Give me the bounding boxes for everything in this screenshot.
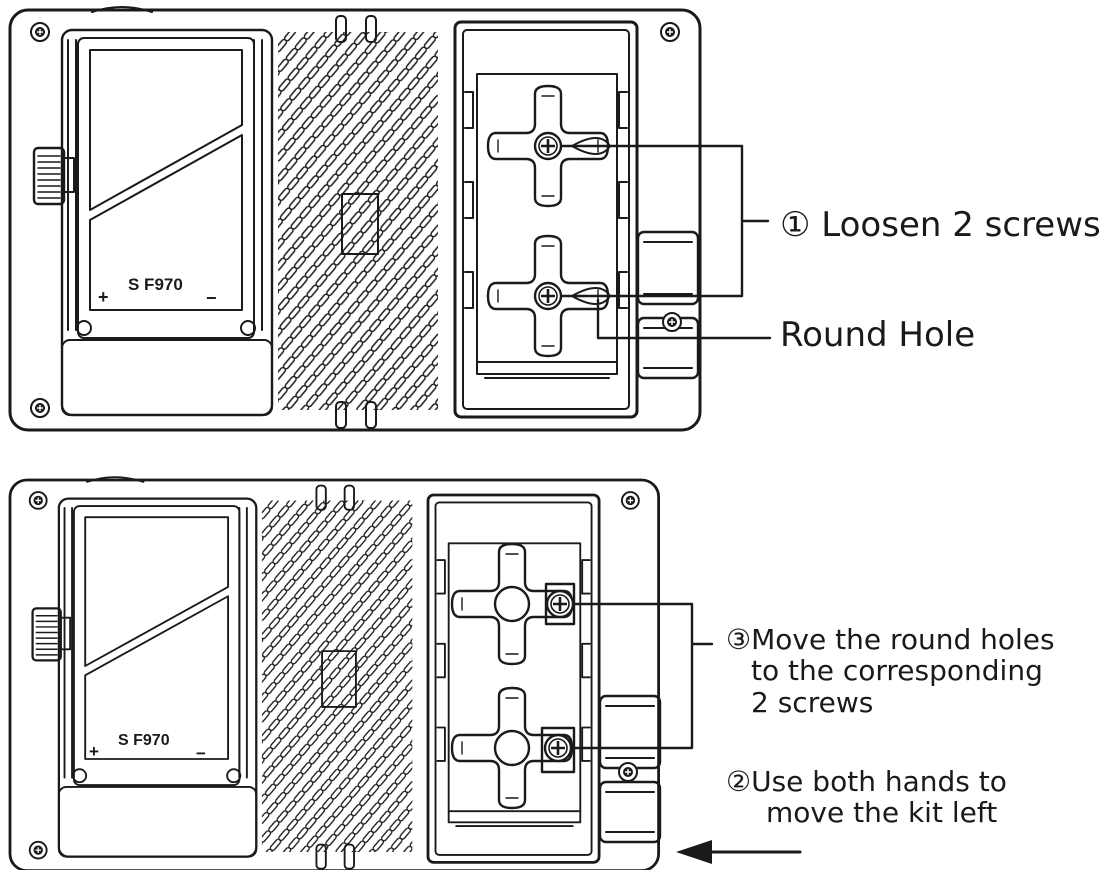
cross-slot-upper-bottom bbox=[450, 542, 574, 666]
rear-connectors-top bbox=[636, 230, 700, 380]
move-holes-line-2: to the corresponding bbox=[751, 654, 1043, 688]
move-kit-line-1: ②Use both hands to bbox=[726, 765, 1007, 798]
loosen-screws-callout: ① Loosen 2 screws bbox=[780, 205, 1101, 245]
corner-screw-icon bbox=[662, 312, 682, 332]
battery-model-label: S F970 bbox=[128, 275, 183, 294]
phillips-screw-icon bbox=[533, 281, 563, 311]
move-holes-callout: ③Move the round holes to the correspondi… bbox=[726, 624, 1055, 718]
phillips-screw-icon bbox=[543, 733, 573, 763]
cross-slot-lower-bottom bbox=[450, 686, 574, 810]
battery-plus-mark: + bbox=[89, 742, 99, 761]
loosen-leader-line bbox=[560, 144, 770, 298]
corner-screw-icon bbox=[618, 762, 638, 782]
move-kit-line-2: move the kit left bbox=[766, 796, 998, 830]
move-holes-leader-line bbox=[572, 602, 714, 750]
monitor-body-top bbox=[10, 7, 700, 430]
battery-plus-mark: + bbox=[98, 287, 109, 307]
arrow-left-icon bbox=[676, 840, 802, 864]
round-hole-callout: Round Hole bbox=[780, 315, 976, 355]
battery-model-label: S F970 bbox=[118, 732, 170, 749]
round-hole-leader-line bbox=[596, 298, 772, 340]
phillips-screw-icon bbox=[545, 589, 575, 619]
top-figure bbox=[10, 7, 772, 430]
move-kit-callout: ②Use both hands to move the kit left bbox=[726, 766, 1007, 829]
battery-minus-mark: − bbox=[196, 744, 206, 763]
phillips-screw-icon bbox=[533, 131, 563, 161]
mounting-kit-top bbox=[453, 20, 639, 419]
battery-minus-mark: − bbox=[206, 288, 217, 308]
bottom-figure bbox=[10, 477, 802, 870]
move-holes-line-3: 2 screws bbox=[751, 685, 874, 719]
screw-highlight-box bbox=[540, 726, 576, 774]
move-holes-line-1: ③Move the round holes bbox=[726, 623, 1055, 656]
